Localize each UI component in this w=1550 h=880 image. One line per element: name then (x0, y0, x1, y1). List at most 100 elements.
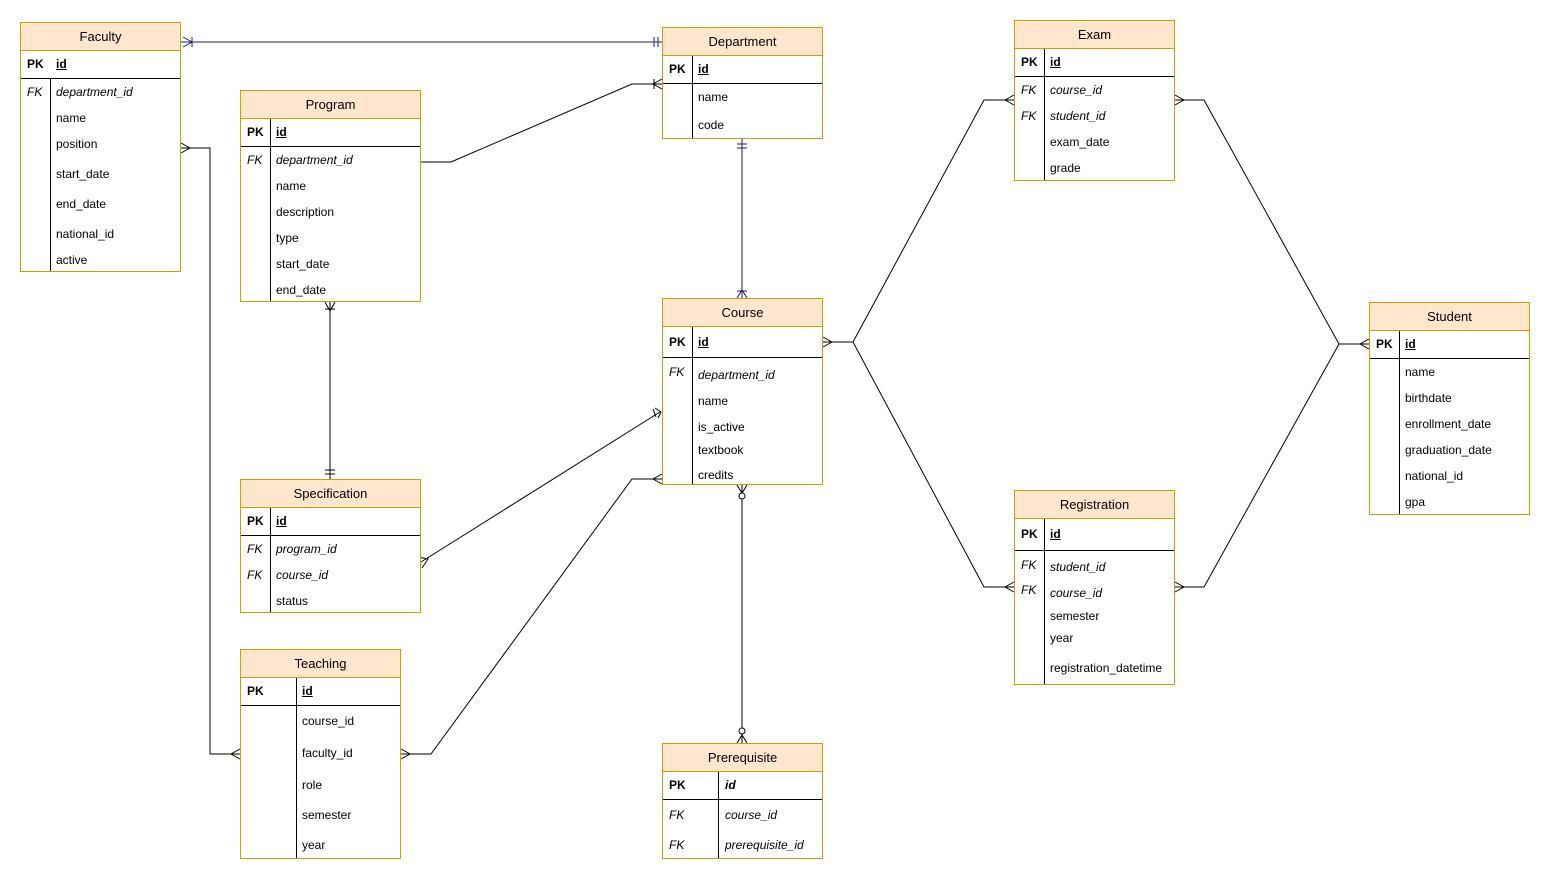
field-active: active (56, 253, 88, 267)
entity-student[interactable]: Student PK id name birthdate enrollment_… (1369, 302, 1530, 515)
entity-department[interactable]: Department PK id name code (662, 27, 823, 139)
many-teaching-right (400, 748, 412, 760)
connector-faculty-teaching (181, 147, 240, 755)
field-course-id: course_id (1050, 83, 1103, 97)
many-faculty-side (180, 142, 192, 154)
field-department-id: department_id (56, 85, 133, 99)
key-column-divider (692, 327, 693, 484)
field-exam-date: exam_date (1050, 135, 1110, 149)
mandatory-one-department-bottom (737, 143, 747, 149)
entity-title: Prerequisite (663, 744, 822, 772)
entity-title: Registration (1015, 491, 1174, 519)
field-year: year (1050, 631, 1074, 645)
key-label-pk: PK (669, 778, 686, 792)
pk-divider (241, 535, 420, 536)
key-label-fk: FK (1021, 558, 1037, 572)
field-end-date: end_date (56, 197, 107, 211)
field-end-date: end_date (276, 283, 327, 297)
field-description: description (276, 205, 335, 219)
zero-prerequisite-top (738, 727, 746, 735)
key-label-pk: PK (1021, 527, 1038, 541)
key-label-pk: PK (1021, 55, 1038, 69)
entity-teaching[interactable]: Teaching PK id course_id faculty_id role… (240, 649, 401, 859)
crowsfoot-program-bottom (324, 301, 336, 313)
field-id: id (276, 125, 287, 139)
key-column-divider (718, 772, 719, 858)
key-column-divider (692, 56, 693, 138)
field-status: status (276, 594, 309, 608)
key-label-pk: PK (669, 62, 686, 76)
field-credits: credits (698, 468, 734, 482)
key-label-fk: FK (247, 568, 263, 582)
key-column-divider (270, 119, 271, 301)
connector-specification-course (420, 411, 661, 563)
entity-registration[interactable]: Registration PK id FK student_id FK cour… (1014, 490, 1175, 685)
field-semester: semester (302, 808, 352, 822)
key-label-fk: FK (1021, 109, 1037, 123)
entity-prerequisite[interactable]: Prerequisite PK id FK course_id FK prere… (662, 743, 823, 859)
field-id: id (302, 684, 313, 698)
field-textbook: textbook (698, 443, 744, 457)
key-column-divider (50, 79, 51, 271)
entity-specification[interactable]: Specification PK id FK program_id FK cou… (240, 479, 421, 613)
key-label-fk: FK (669, 808, 685, 822)
key-label-fk: FK (669, 365, 685, 379)
many-teaching-side (229, 748, 241, 760)
entity-title: Program (241, 91, 420, 119)
field-student-id: student_id (1050, 560, 1106, 574)
field-name: name (276, 179, 307, 193)
field-gpa: gpa (1405, 495, 1426, 509)
field-grade: grade (1050, 161, 1081, 175)
key-column-divider (1044, 49, 1045, 180)
pk-divider (241, 146, 420, 147)
many-exam-right (1174, 94, 1186, 106)
pk-divider (663, 83, 822, 84)
field-id: id (1405, 337, 1416, 351)
crowsfoot-specification-side (417, 556, 429, 569)
entity-program[interactable]: Program PK id FK department_id name desc… (240, 90, 421, 302)
key-label-fk: FK (247, 153, 263, 167)
key-label-pk: PK (669, 335, 686, 349)
entity-faculty[interactable]: Faculty PK id FK department_id name posi… (20, 22, 181, 272)
entity-title: Faculty (21, 23, 180, 51)
field-prerequisite-id: prerequisite_id (725, 838, 804, 852)
field-department-id: department_id (276, 153, 353, 167)
zero-course-bottom (738, 492, 746, 500)
many-student-left (1358, 338, 1370, 350)
key-label-fk: FK (669, 838, 685, 852)
mandatory-one-department-side (653, 37, 659, 47)
connector-course-exam (823, 99, 1014, 343)
many-registration-left (1003, 581, 1015, 593)
field-student-id: student_id (1050, 109, 1106, 123)
field-id: id (698, 335, 709, 349)
field-id: id (276, 514, 287, 528)
field-role: role (302, 778, 323, 792)
field-faculty-id: faculty_id (302, 746, 353, 760)
entity-course[interactable]: Course PK id FK department_id name is_ac… (662, 298, 823, 485)
field-id: id (725, 778, 736, 792)
crowsfoot-faculty-side (182, 36, 194, 48)
key-label-fk: FK (1021, 83, 1037, 97)
field-course-id: course_id (1050, 586, 1103, 600)
field-id: id (698, 62, 709, 76)
entity-exam[interactable]: Exam PK id FK course_id FK student_id ex… (1014, 20, 1175, 181)
field-start-date: start_date (56, 167, 110, 181)
entity-title: Student (1370, 303, 1529, 331)
field-course-id: course_id (302, 714, 355, 728)
connector-teaching-course (401, 478, 662, 755)
connector-course-registration (852, 341, 1014, 588)
key-label-pk: PK (1376, 337, 1393, 351)
key-label-pk: PK (247, 684, 264, 698)
connector-program-department (421, 83, 662, 163)
key-column-divider (1044, 519, 1045, 684)
key-label-fk: FK (27, 85, 43, 99)
key-column-divider (296, 678, 297, 858)
field-position: position (56, 137, 98, 151)
key-label-fk: FK (1021, 583, 1037, 597)
crowsfoot-course-side (652, 407, 662, 419)
field-start-date: start_date (276, 257, 330, 271)
field-is-active: is_active (698, 420, 745, 434)
field-national-id: national_id (56, 227, 115, 241)
key-label-fk: FK (247, 542, 263, 556)
